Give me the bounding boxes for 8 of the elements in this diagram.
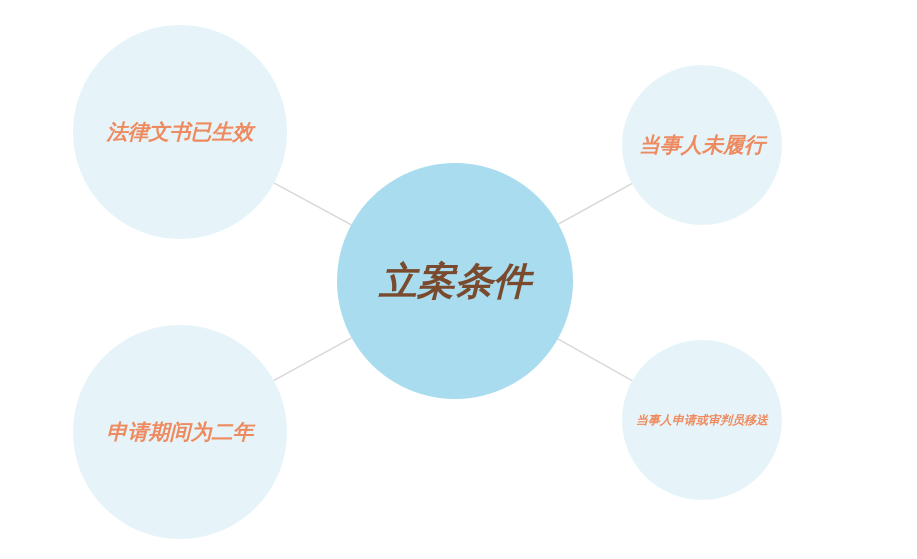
circle-label: 申请期间为二年: [106, 419, 254, 446]
connector-line: [274, 182, 352, 226]
circle-label: 法律文书已生效: [106, 118, 254, 146]
connector-line: [558, 182, 632, 225]
circle-label: 当事人申请或审判员移送: [636, 412, 768, 428]
connector-line: [557, 338, 633, 382]
connector-line: [273, 337, 352, 382]
circle-label: 当事人未履行: [639, 131, 765, 159]
